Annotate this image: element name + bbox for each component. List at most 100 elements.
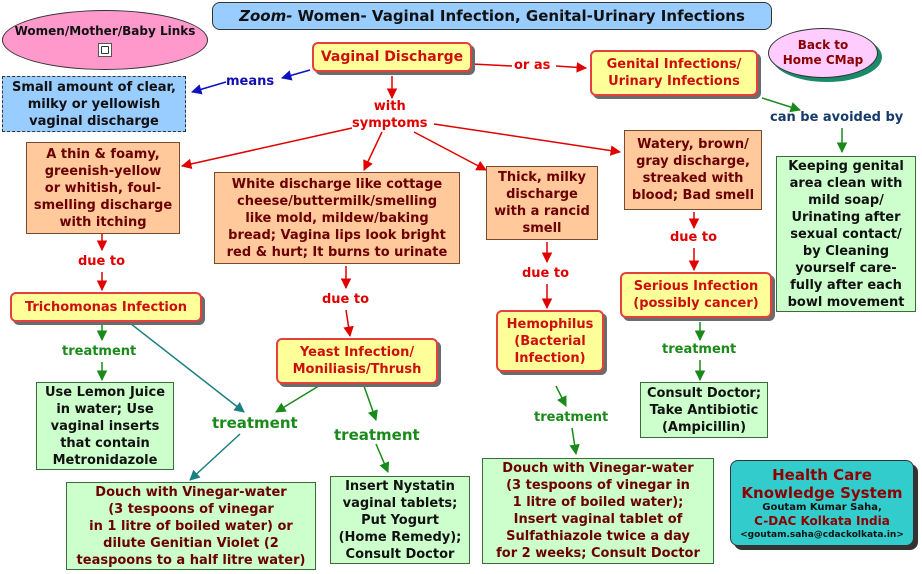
line: Metronidazole <box>52 452 158 468</box>
yeast-infection-node: Yeast Infection/ Moniliasis/Thrush <box>276 338 438 384</box>
line: (Home Remedy); <box>338 529 462 545</box>
line: Put Yogurt <box>361 512 439 528</box>
title-text: Women- Vaginal Infection, Genital-Urinar… <box>292 6 745 25</box>
line: Watery, brown/ <box>637 137 749 152</box>
health-care-credits: Health Care Knowledge System Goutam Kuma… <box>730 460 914 546</box>
line: Infection) <box>514 350 586 366</box>
line: smell <box>522 221 562 236</box>
line: Thick, milky <box>498 170 586 185</box>
line: 1 litre of boiled water); <box>512 495 684 510</box>
treatment-label: treatment <box>534 410 609 425</box>
douch-sulfa-node: Douch with Vinegar-water (3 tespoons of … <box>482 458 714 564</box>
line: gray discharge, <box>636 154 750 169</box>
line: (Ampicillin) <box>661 419 747 435</box>
line: mild soap/ <box>808 192 884 208</box>
line: vaginal inserts <box>50 418 160 434</box>
line: red & hurt; It burns to urinate <box>226 244 448 260</box>
treatment-label: treatment <box>62 344 137 359</box>
line: dilute Genitian Violet (2 <box>103 535 279 551</box>
genital-infections-node: Genital Infections/ Urinary Infections <box>590 50 758 96</box>
credits-author: Goutam Kumar Saha, <box>762 501 882 513</box>
line: Serious Infection <box>633 279 759 294</box>
line: symptoms <box>352 116 428 131</box>
line: greenish-yellow <box>44 163 162 179</box>
line: Hemophilus <box>506 316 594 332</box>
line: by Cleaning <box>802 243 890 259</box>
back-to-home-cmap-link[interactable]: Back to Home CMap <box>768 28 878 78</box>
can-be-avoided-label: can be avoided by <box>770 110 904 125</box>
line: or whitish, foul- <box>44 180 162 196</box>
line: with <box>373 99 406 114</box>
line: Insert vaginal tablet of <box>513 512 683 527</box>
line: yourself care- <box>795 260 897 276</box>
line: Yeast Infection/ <box>299 345 415 360</box>
line: streaked with <box>642 171 744 186</box>
or-as-label: or as <box>514 58 551 73</box>
line: milky or yellowish <box>27 96 161 112</box>
line: with a rancid <box>494 204 590 219</box>
means-label: means <box>226 74 275 89</box>
women-links-label: Women/Mother/Baby Links <box>14 24 196 38</box>
douch-gentian-node: Douch with Vinegar-water (3 tespoons of … <box>66 482 316 570</box>
nystatin-node: Insert Nystatin vaginal tablets; Put Yog… <box>330 476 470 564</box>
treatment-label: treatment <box>212 414 298 432</box>
line: A thin & foamy, <box>46 146 160 162</box>
line: Urinating after <box>791 209 901 225</box>
title-zoom: Zoom- <box>239 6 293 25</box>
line: Consult Doctor <box>345 546 455 562</box>
thin-foamy-node: A thin & foamy, greenish-yellow or whiti… <box>26 142 180 234</box>
due-to-label: due to <box>670 230 718 245</box>
credits-email: <goutam.saha@cdackolkata.in> <box>740 529 904 540</box>
line: teaspoons to a half litre water) <box>76 552 306 568</box>
line: Genital Infections/ <box>606 57 742 72</box>
line: Douch with Vinegar-water <box>502 461 694 476</box>
line: Small amount of clear, <box>12 79 176 95</box>
treatment-label: treatment <box>334 426 420 444</box>
normal-discharge-node: Small amount of clear, milky or yellowis… <box>2 76 186 132</box>
line: vaginal discharge <box>29 113 159 129</box>
due-to-label: due to <box>522 266 570 281</box>
line: (3 tespoons of vinegar in <box>506 478 690 493</box>
trichomonas-node: Trichomonas Infection <box>10 292 202 322</box>
line: Moniliasis/Thrush <box>292 362 422 377</box>
line: Consult Doctor; <box>646 385 762 401</box>
line: Douch with Vinegar-water <box>95 484 287 500</box>
line: fully after each <box>790 277 902 293</box>
antibiotic-node: Consult Doctor; Take Antibiotic (Ampicil… <box>640 382 768 438</box>
line: Take Antibiotic <box>649 402 759 418</box>
credits-title-line1: Health Care <box>772 465 872 484</box>
line: Insert Nystatin <box>345 478 455 494</box>
line: bowl movement <box>787 294 905 310</box>
line: (3 tespoons of vinegar <box>108 501 274 517</box>
keeping-clean-node: Keeping genital area clean with mild soa… <box>776 156 916 312</box>
back-home-line2: Home CMap <box>782 53 864 67</box>
line: area clean with <box>789 175 903 191</box>
line: Sulfathiazole twice a day <box>506 529 690 544</box>
treatment-label: treatment <box>662 342 737 357</box>
line: bread; Vagina lips look bright <box>228 227 446 243</box>
line: sexual contact/ <box>790 226 902 242</box>
lemon-juice-node: Use Lemon Juice in water; Use vaginal in… <box>36 382 174 470</box>
due-to-label: due to <box>322 292 370 307</box>
credits-title-line2: Knowledge System <box>741 483 903 502</box>
hemophilus-node: Hemophilus (Bacterial Infection) <box>496 310 604 372</box>
with-symptoms-label: with symptoms <box>352 98 428 132</box>
page-title: Zoom- Women- Vaginal Infection, Genital-… <box>212 2 772 30</box>
women-mother-baby-link[interactable]: Women/Mother/Baby Links <box>2 10 208 70</box>
line: in 1 litre of boiled water) or <box>89 518 293 534</box>
vaginal-discharge-node: Vaginal Discharge <box>312 42 472 72</box>
line: Keeping genital <box>788 158 904 174</box>
trichomonas-label: Trichomonas Infection <box>24 299 188 315</box>
serious-infection-node: Serious Infection (possibly cancer) <box>620 272 772 318</box>
line: like mold, mildew/baking <box>245 210 429 226</box>
line: Use Lemon Juice <box>44 384 166 400</box>
line: (Bacterial <box>514 333 586 349</box>
credits-org: C-DAC Kolkata India <box>754 513 890 528</box>
line: blood; Bad smell <box>631 188 755 203</box>
thick-milky-node: Thick, milky discharge with a rancid sme… <box>486 166 598 240</box>
watery-brown-node: Watery, brown/ gray discharge, streaked … <box>624 130 762 210</box>
line: for 2 weeks; Consult Doctor <box>496 546 700 561</box>
cmap-link-icon[interactable] <box>98 43 112 57</box>
line: vaginal tablets; <box>342 495 458 511</box>
